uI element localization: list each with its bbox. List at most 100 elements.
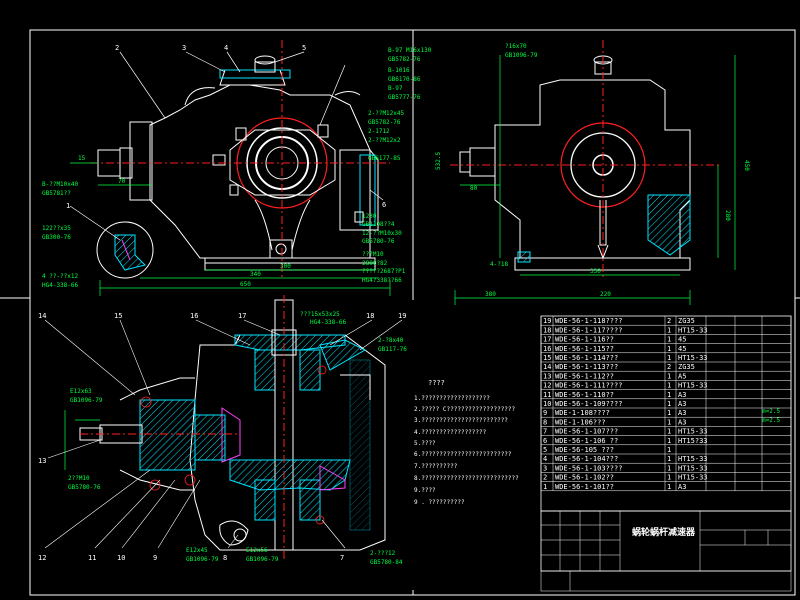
bom-cell-qty: 1 xyxy=(667,464,671,472)
balloon-6: 6 xyxy=(382,201,386,209)
svg-text:GB6170-86: GB6170-86 xyxy=(388,76,421,83)
balloon-3: 3 xyxy=(182,44,186,52)
bom-cell-no: 17 xyxy=(543,336,551,344)
bom-cell-qty: 1 xyxy=(667,428,671,436)
dim-380: 380 xyxy=(485,291,496,298)
bom-cell-qty: 1 xyxy=(667,437,671,445)
svg-text:2800?82: 2800?82 xyxy=(362,260,388,267)
svg-text:7.??????????: 7.?????????? xyxy=(414,463,458,470)
front-annotations-right: B-97 M16x130 GB5782-76 B-1016 GB6170-86 … xyxy=(368,47,432,162)
balloon-13: 13 xyxy=(38,457,46,465)
svg-text:GB300-76: GB300-76 xyxy=(42,234,71,241)
bom-cell-no: 7 xyxy=(543,428,547,436)
bom-cell-code: WDE-56-1-116?? xyxy=(555,336,614,344)
section-view: 14 15 16 17 18 19 12 11 10 9 8 7 13 xyxy=(38,295,407,566)
svg-text:2-??M12x2: 2-??M12x2 xyxy=(368,137,401,144)
bom-cell-mat: 45 xyxy=(678,336,686,344)
bom-cell-no: 12 xyxy=(543,382,551,390)
bom-cell-mat: A3 xyxy=(678,391,686,399)
svg-text:1.???????????????????: 1.??????????????????? xyxy=(414,395,490,402)
svg-text:4.??????????????????: 4.?????????????????? xyxy=(414,429,487,436)
bom-cell-code: WDE-56-1-112?? xyxy=(555,372,614,380)
bom-cell-code: WDE-56-1-114??? xyxy=(555,354,618,362)
bom-cell-code: WDE-56-1-117???? xyxy=(555,326,622,334)
dim-280: 280 xyxy=(724,210,731,221)
svg-text:14: 14 xyxy=(38,312,46,320)
bom-cell-code: WDE-1-106??? xyxy=(555,418,606,426)
balloon-4: 4 xyxy=(224,44,228,52)
dim-650: 650 xyxy=(240,281,251,288)
bom-cell-qty: 1 xyxy=(667,483,671,491)
bom-cell-mat: A3 xyxy=(678,418,686,426)
dim-450: 450 xyxy=(743,160,750,171)
bom-cell-no: 18 xyxy=(543,326,551,334)
svg-text:B-97: B-97 xyxy=(388,85,403,92)
bom-cell-no: 13 xyxy=(543,372,551,380)
svg-text:10: 10 xyxy=(117,554,125,562)
bom-cell-no: 10 xyxy=(543,400,551,408)
front-annotations-lower: 1230 GB1108??4 12-??M10x30 GB5780-76 ???… xyxy=(362,213,406,284)
svg-text:GB117-76: GB117-76 xyxy=(378,346,407,353)
bom-cell-qty: 1 xyxy=(667,354,671,362)
svg-text:GB5780-76: GB5780-76 xyxy=(68,484,101,491)
bom-cell-mat: HT15-33 xyxy=(678,326,708,334)
svg-text:1230: 1230 xyxy=(362,213,377,220)
bom-cell-mat: ZG35 xyxy=(678,363,695,371)
bom-cell-code: WDE-56-1-118???? xyxy=(555,317,622,325)
svg-text:?????2687?P1: ?????2687?P1 xyxy=(362,268,406,275)
section-notes: ???15x53x25 HG4-338-66 2-?8x40 GB117-76 … xyxy=(68,311,407,566)
side-note-1: ?16x70 xyxy=(505,43,527,50)
bom-cell-code: WDE-56-105 ??? xyxy=(555,446,614,454)
side-note-2: GB1096-79 xyxy=(505,52,538,59)
technical-requirements: ???? 1.??????????????????? 2.????? C????… xyxy=(414,379,519,506)
svg-text:122??x35: 122??x35 xyxy=(42,225,71,232)
bom-cell-no: 3 xyxy=(543,464,547,472)
balloon-1: 1 xyxy=(66,202,70,210)
svg-text:HG4-338-66: HG4-338-66 xyxy=(310,319,347,326)
front-view: 70 15 300 340 650 2 3 4 5 6 1 B-97 M16x1… xyxy=(42,40,432,296)
bom-cell-mat: A5 xyxy=(678,372,686,380)
svg-text:E12x45: E12x45 xyxy=(186,547,208,554)
bom-cell-no: 8 xyxy=(543,418,547,426)
svg-text:2.????? C???????????????????: 2.????? C??????????????????? xyxy=(414,406,516,413)
balloon-5: 5 xyxy=(302,44,306,52)
requirements-title: ???? xyxy=(428,379,445,387)
title-block: 蜗轮蜗杆减速器 xyxy=(540,510,792,592)
bom-cell-no: 1 xyxy=(543,483,547,491)
svg-text:E12x63: E12x63 xyxy=(70,388,92,395)
dim-80: 80 xyxy=(470,185,478,192)
svg-text:15: 15 xyxy=(114,312,122,320)
bom-cell-qty: 1 xyxy=(667,474,671,482)
drawing-title: 蜗轮蜗杆减速器 xyxy=(632,526,696,538)
bom-cell-qty: 1 xyxy=(667,409,671,417)
svg-text:19: 19 xyxy=(398,312,406,320)
svg-text:GB5782-76: GB5782-76 xyxy=(388,56,421,63)
svg-text:GB1108??4: GB1108??4 xyxy=(362,221,395,228)
svg-text:GB5782-76: GB5782-76 xyxy=(368,119,401,126)
svg-text:16: 16 xyxy=(190,312,198,320)
bom-cell-mat: HT15-33 xyxy=(678,464,708,472)
bom-cell-qty: 2 xyxy=(667,317,671,325)
svg-text:8: 8 xyxy=(223,554,227,562)
bom-cell-qty: 1 xyxy=(667,400,671,408)
dim-15: 15 xyxy=(78,155,86,162)
bom-cell-no: 11 xyxy=(543,391,551,399)
bom-cell-qty: 1 xyxy=(667,391,671,399)
svg-text:GB5777-76: GB5777-76 xyxy=(388,94,421,101)
dim-330: 330 xyxy=(590,268,601,275)
svg-text:18: 18 xyxy=(366,312,374,320)
bom-cell-qty: 1 xyxy=(667,345,671,353)
bom-cell-code: WDE-1-108???? xyxy=(555,409,610,417)
bom-cell-mat: HT15-33 xyxy=(678,455,708,463)
bom-cell-mat: HT15-33 xyxy=(678,428,708,436)
bom-cell-mat: HT15-33 xyxy=(678,354,708,362)
svg-text:6.?????????????????????????: 6.????????????????????????? xyxy=(414,451,512,458)
bom-note-1: m=2.5 xyxy=(762,408,780,415)
bom-cell-no: 15 xyxy=(543,354,551,362)
bom-cell-mat: A3 xyxy=(678,483,686,491)
bom-cell-code: WDE-56-1-102?? xyxy=(555,474,614,482)
svg-text:???M10: ???M10 xyxy=(362,251,384,258)
svg-text:2-1712: 2-1712 xyxy=(368,128,390,135)
